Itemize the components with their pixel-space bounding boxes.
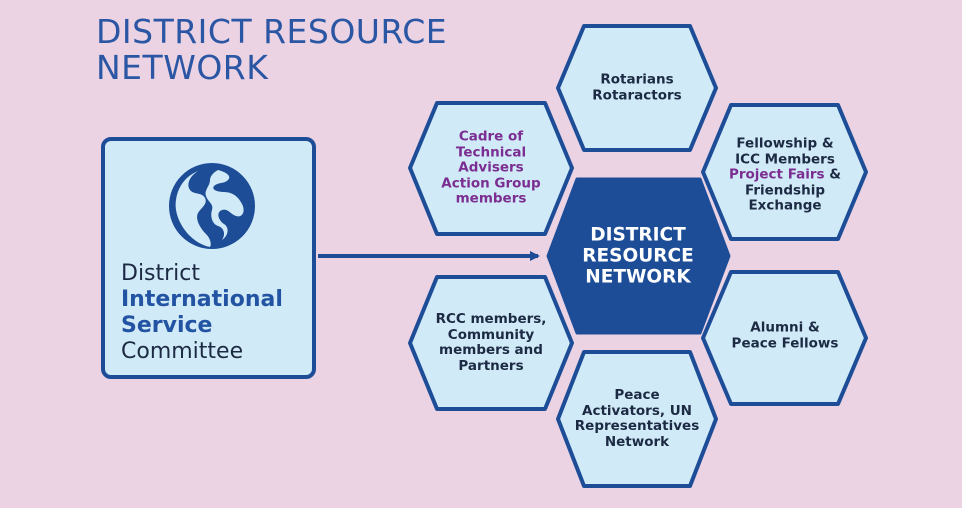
title-line-1: DISTRICT RESOURCE [96,12,448,51]
hex-alumni [701,270,868,406]
cadre-line-3: Advisers [458,159,524,176]
alumni-line-1: Alumni & [750,319,820,336]
center-label: DISTRICT RESOURCE NETWORK [582,225,693,288]
cadre-line-2: Technical [455,143,527,160]
globe-icon [169,163,255,249]
peace-label: Peace Activators, UN Representatives Net… [574,387,700,450]
committee-box: District International Service Committee [101,137,316,379]
project-fairs-highlight: Project Fairs [728,166,825,183]
cadre-line-5: members [455,190,527,207]
page-title: DISTRICT RESOURCE NETWORK [96,14,447,86]
hex-rotarians [556,24,718,152]
alumni-label: Alumni & Peace Fellows [731,319,839,352]
rotarians-line-1: Rotarians [600,71,674,88]
peace-line-4: Network [604,433,670,450]
committee-line-1: District [121,261,201,286]
cadre-line-4: Action Group [441,174,541,191]
fellowship-label: Fellowship & ICC Members Project Fairs &… [729,136,841,214]
rcc-label: RCC members, Community members and Partn… [435,311,547,374]
fellowship-line-2: ICC Members [735,150,835,167]
peace-line-2: Activators, UN [582,402,692,419]
hex-peace [556,350,718,488]
fellowship-line-3: Project Fairs & [729,167,841,183]
committee-label: District International Service Committee [121,261,283,365]
committee-line-2: International [121,287,283,312]
center-line-3: NETWORK [585,266,691,288]
center-line-2: RESOURCE [582,245,694,267]
center-line-1: DISTRICT [590,224,686,246]
rcc-line-4: Partners [458,357,524,374]
fellowship-line-3-rest: & [824,166,842,183]
fellowship-line-5: Exchange [748,197,822,214]
hex-center [546,177,731,335]
cadre-label: Cadre of Technical Advisers Action Group… [441,129,540,207]
committee-line-4: Committee [121,339,244,364]
hex-cadre [408,101,574,236]
peace-line-1: Peace [614,387,660,403]
committee-line-3: Service [121,313,213,338]
rotarians-label: Rotarians Rotaractors [592,71,682,104]
rcc-line-1: RCC members, [435,311,547,327]
cadre-line-1: Cadre of [458,128,524,145]
fellowship-line-1: Fellowship & [736,135,834,152]
fellowship-line-4: Friendship [744,181,825,198]
peace-line-3: Representatives [574,418,700,434]
rcc-line-3: members and [439,342,543,358]
rotarians-line-2: Rotaractors [592,87,682,103]
alumni-line-2: Peace Fellows [731,335,839,351]
title-line-2: NETWORK [96,48,269,87]
hex-fellowship [701,103,868,241]
hex-rcc [408,275,574,411]
rcc-line-2: Community [447,326,535,343]
